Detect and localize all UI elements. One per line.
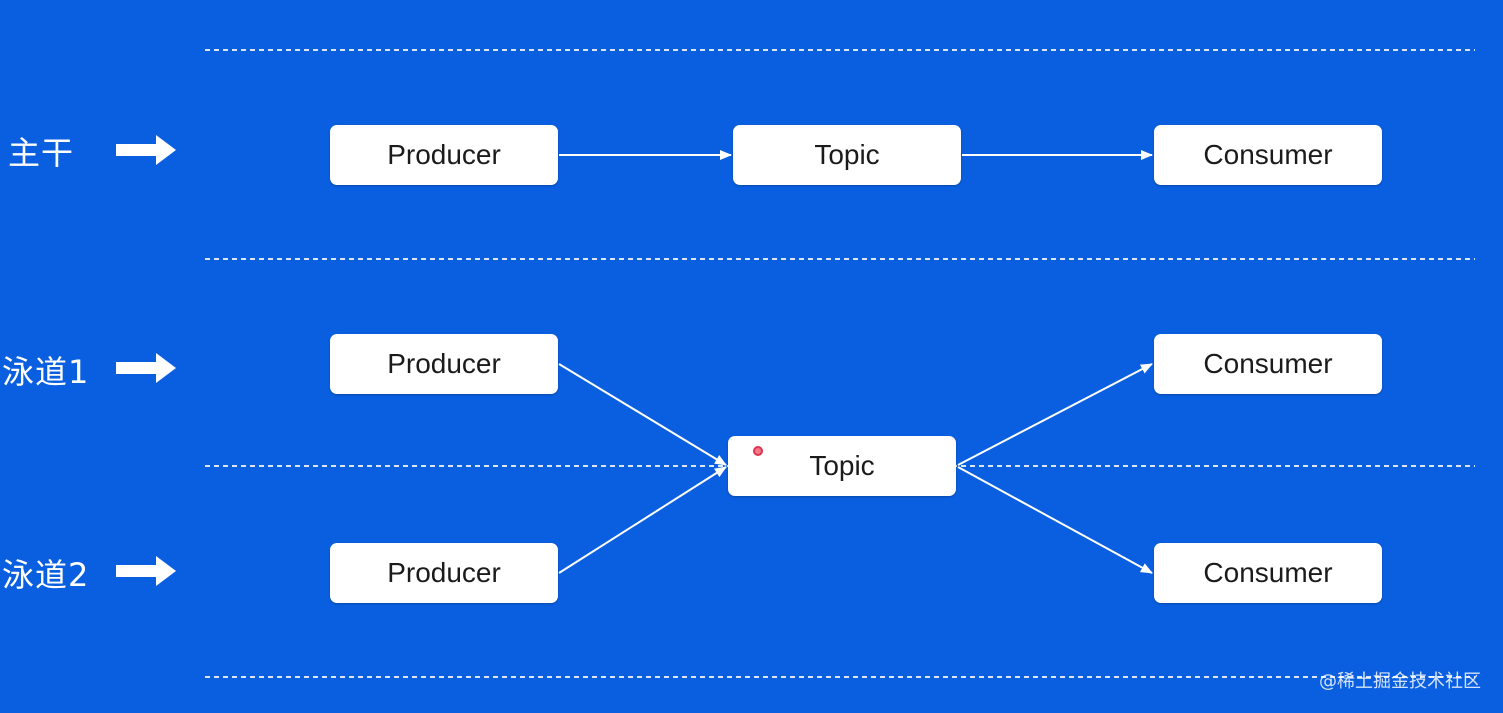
node-trunk-consumer[interactable]: Consumer: [1154, 125, 1382, 185]
node-trunk-producer[interactable]: Producer: [330, 125, 558, 185]
edge-topic-to-lane2-consumer: [957, 466, 1153, 574]
lane-arrow-icon: [116, 135, 176, 165]
watermark: @稀土掘金技术社区: [1319, 671, 1481, 692]
node-shared-topic[interactable]: Topic: [728, 436, 956, 496]
node-lane1-consumer[interactable]: Consumer: [1154, 334, 1382, 394]
node-lane2-consumer[interactable]: Consumer: [1154, 543, 1382, 603]
lane-arrow-icon: [116, 353, 176, 383]
edge-lane2-producer-to-topic: [558, 466, 727, 574]
cursor-indicator: [753, 446, 763, 456]
node-lane1-producer[interactable]: Producer: [330, 334, 558, 394]
lane-arrow-icon: [116, 556, 176, 586]
lane-label-trunk: 主干: [8, 134, 75, 172]
node-lane2-producer[interactable]: Producer: [330, 543, 558, 603]
node-trunk-topic[interactable]: Topic: [733, 125, 961, 185]
edge-lane1-producer-to-topic: [558, 363, 727, 466]
edge-topic-to-lane1-consumer: [957, 363, 1153, 466]
lane-label-lane1: 泳道1: [2, 353, 90, 391]
lane-label-lane2: 泳道2: [2, 556, 90, 594]
